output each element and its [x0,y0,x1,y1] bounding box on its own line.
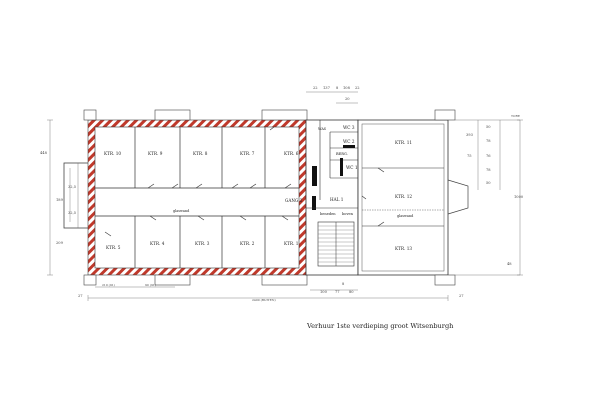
glaswand-label-left: glaswand [173,209,190,213]
room-label-ktr11: KTR. 11 [395,140,413,145]
dim-right-2: 78 [486,139,491,143]
room-label-wc2: WC 2 [343,139,355,144]
dim-right-a: 393 [466,133,473,137]
dim-bottom-d: 77 [335,290,340,294]
right-wing [357,119,449,276]
dim-left-top: 448 [40,151,47,155]
room-label-ktr1: KTR. 1 [284,241,299,246]
dim-right-total: 1000 [514,195,524,199]
dim-right-bottom: 48 [507,262,512,266]
dim-top-5: 22 [355,86,360,90]
dim-right-5: 50 [486,181,491,185]
dim-left-bottom: 209 [56,241,63,245]
stair-label-boven: boven [342,212,353,216]
room-label-ktr6: KTR. 6 [284,151,299,156]
plan-caption: Verhuur 1ste verdieping groot Witsenburg… [307,322,454,330]
room-label-ktr12: KTR. 12 [395,194,413,199]
room-label-wc3: WC 3 [343,125,355,130]
room-label-ktr9: KTR. 9 [148,151,163,156]
dim-bottom-e: 80 [349,290,354,294]
room-label-ktr10: KTR. 10 [104,151,122,156]
dim-bottom-total: 2400 (BUITEN) [252,298,276,302]
dim-bottom-a: 210 (91) [102,283,115,287]
dim-bottom-8: 8 [342,282,345,286]
room-label-ktr8: KTR. 8 [193,151,208,156]
dim-right-1: 50 [486,125,491,129]
dim-top-6: 20 [345,97,350,101]
dim-bottom-b: 90 (91) [145,283,156,287]
room-label-berg: BERG. [336,152,348,156]
dim-top-2: 137 [323,86,330,90]
dim-right-top: TORE [511,114,520,118]
stair-label-beneden: beneden [320,212,336,216]
room-label-ktr13: KTR. 13 [395,246,413,251]
glaswand-label-right: glaswand [397,214,414,218]
dim-left-mid: 189 [56,198,63,202]
dim-right-b: 75 [467,154,472,158]
room-label-gang2: GANG 2 [285,198,303,203]
room-label-ktr4: KTR. 4 [150,241,165,246]
dim-top-4: 108 [343,86,350,90]
dim-top-3: 8 [336,86,339,90]
room-label-hal1: HAL 1 [330,197,344,202]
dim-left-a: 32,5 [68,185,77,189]
room-label-ktr3: KTR. 3 [195,241,210,246]
room-label-ktr7: KTR. 7 [240,151,255,156]
room-label-ktr2: KTR. 2 [240,241,255,246]
room-label-ktr5: KTR. 5 [106,245,121,250]
dim-top-1: 22 [313,86,318,90]
room-label-wc1: WC 1 [346,165,358,170]
dim-right-3: 76 [486,154,491,158]
dim-right-4: 78 [486,168,491,172]
dim-bottom-right: 27 [459,294,464,298]
dim-bottom-1: 27 [78,294,83,298]
dim-bottom-c: 100 [320,290,327,294]
room-label-wasb: WAS [318,127,327,131]
dim-left-b: 32,5 [68,211,77,215]
right-balcony [447,179,469,215]
